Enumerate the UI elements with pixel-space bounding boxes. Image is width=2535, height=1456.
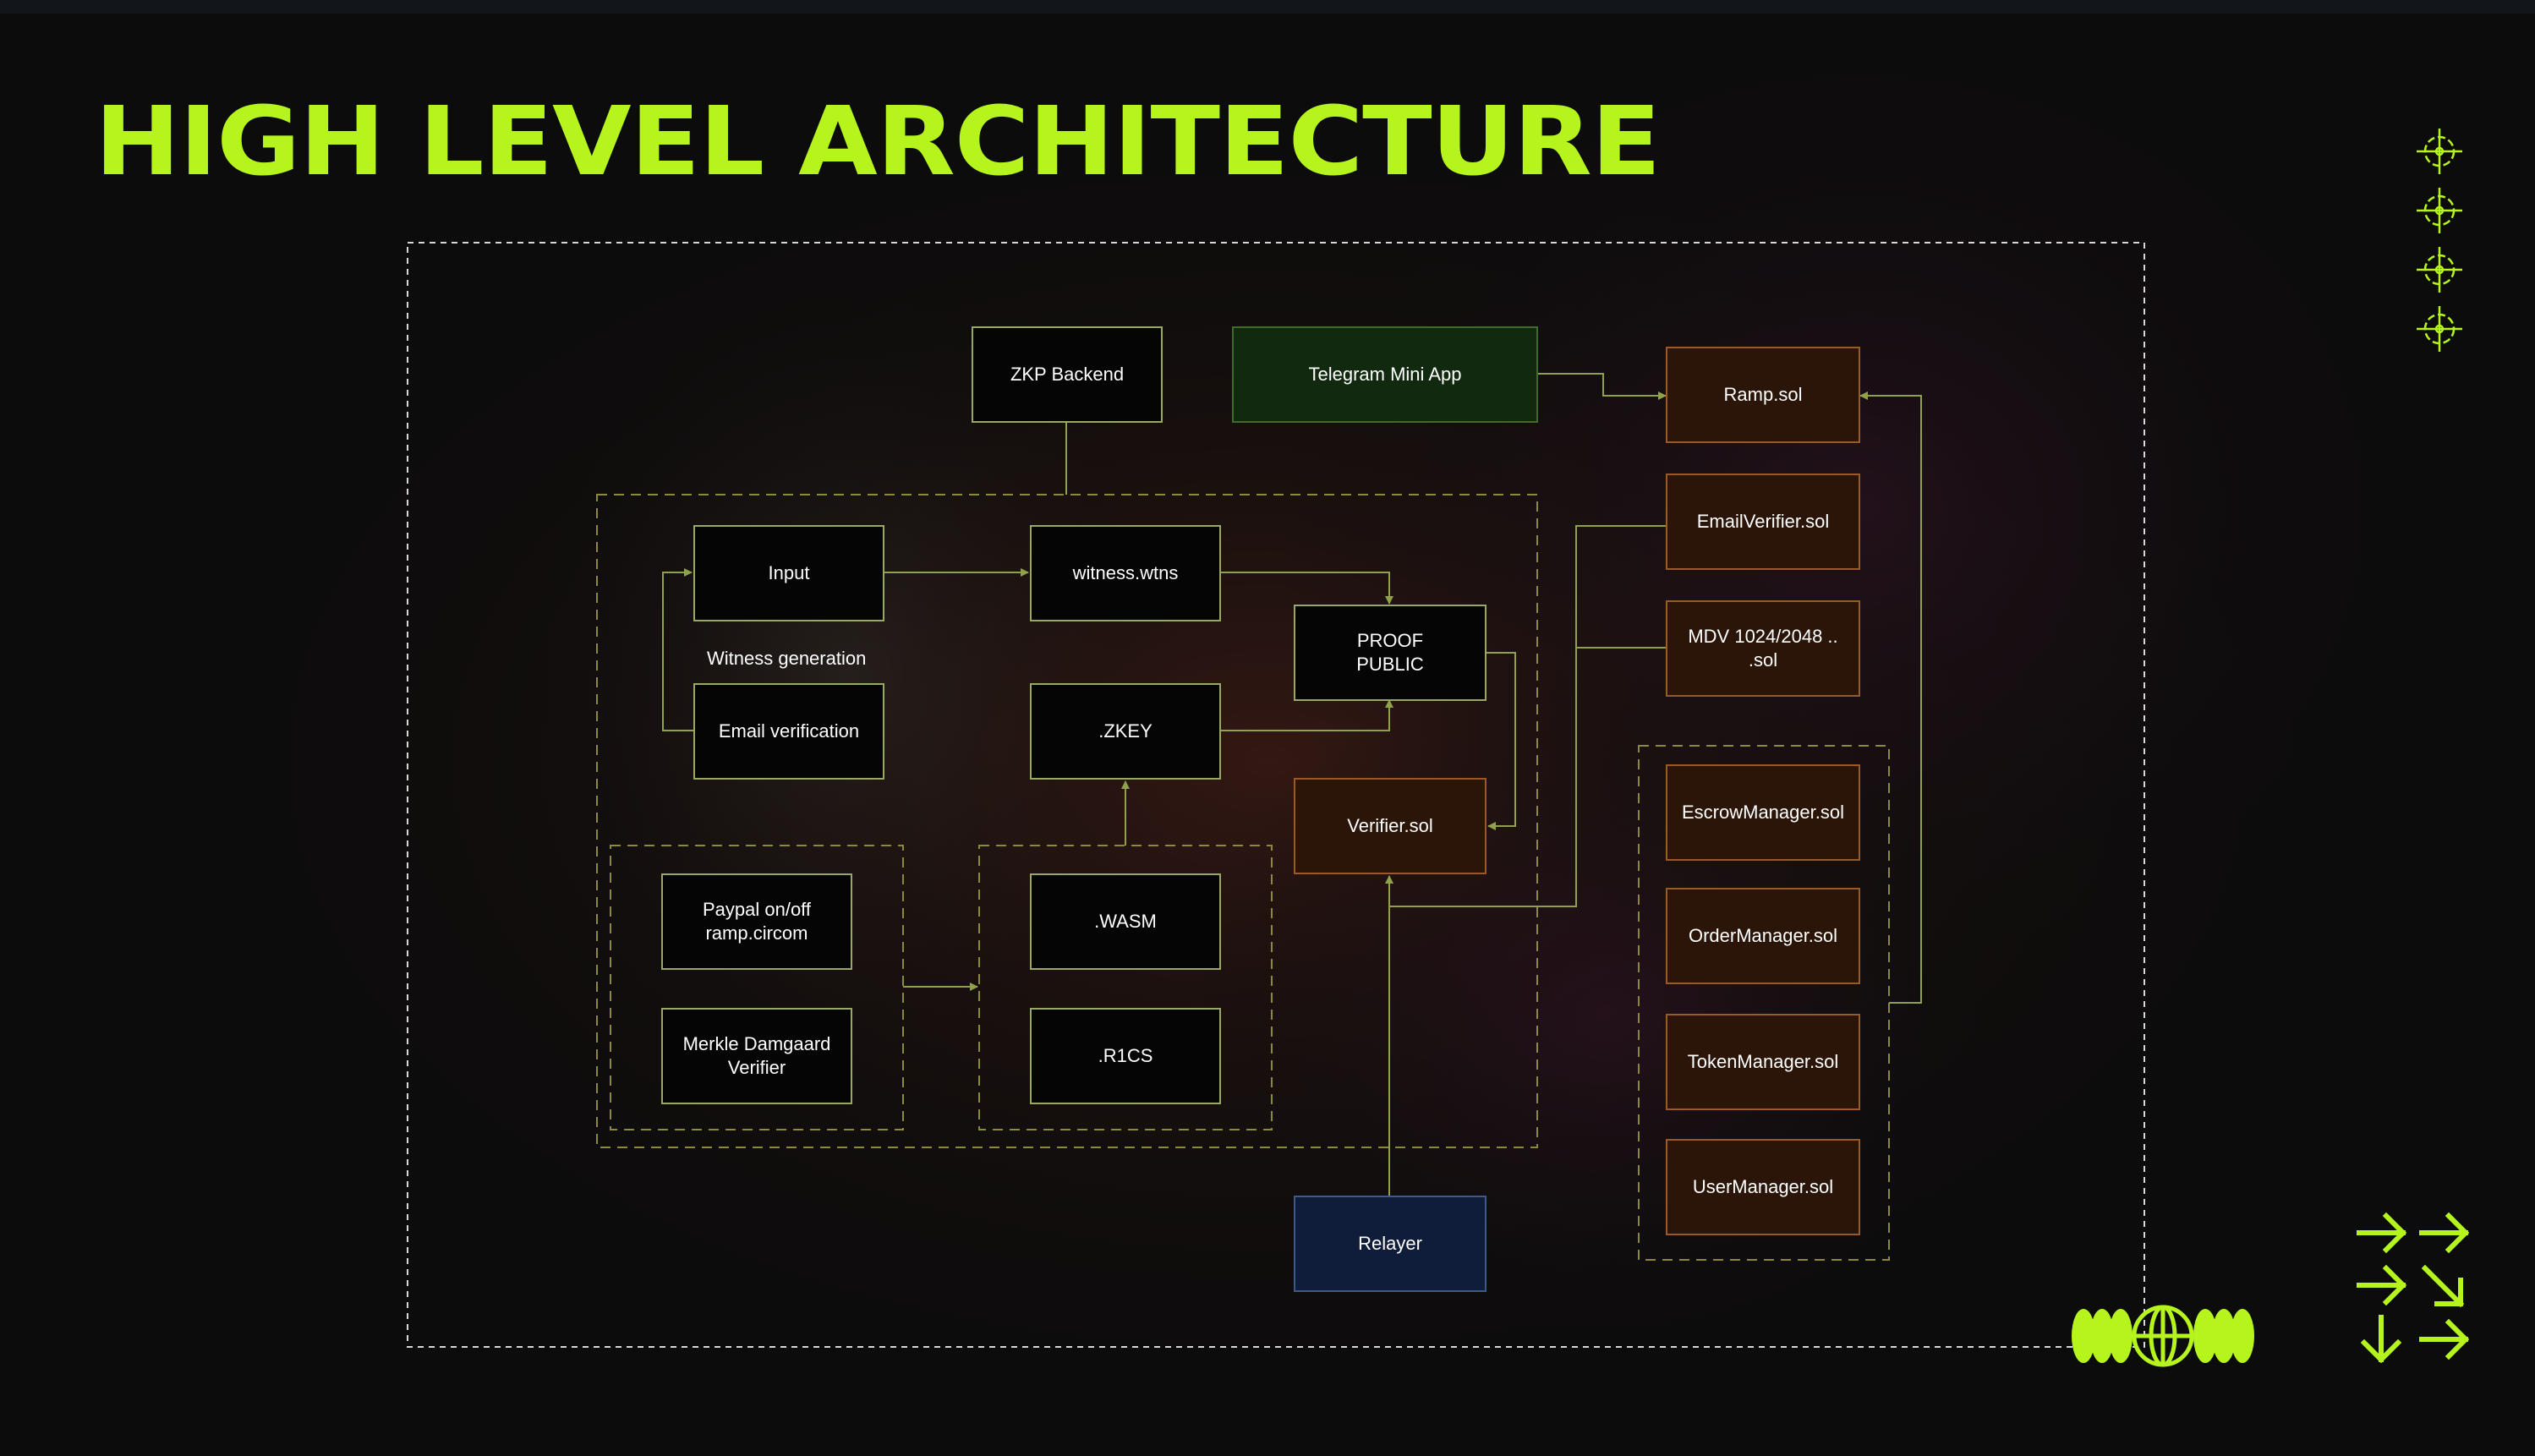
r1cs-node: .R1CS <box>1030 1008 1221 1104</box>
verifier-sol-node: Verifier.sol <box>1294 778 1487 874</box>
proof-public-node: PROOF PUBLIC <box>1294 605 1487 701</box>
input-node: Input <box>693 525 884 621</box>
relayer-node: Relayer <box>1294 1196 1487 1292</box>
arrow-grid-icon <box>2357 1212 2470 1364</box>
zkp-backend-node: ZKP Backend <box>972 326 1163 423</box>
mdv-sol-node: MDV 1024/2048 .. .sol <box>1666 600 1860 697</box>
arrow-right-icon <box>2357 1212 2407 1254</box>
zkey-proof-connector <box>1220 699 1393 731</box>
managers-ramp-connector <box>1859 391 1922 1004</box>
token-manager-node: TokenManager.sol <box>1666 1014 1860 1110</box>
crosshair-icon <box>2417 129 2462 174</box>
arrow-right-icon <box>2419 1318 2470 1360</box>
page-title: HIGH LEVEL ARCHITECTURE <box>95 87 1661 197</box>
arrow-right-icon <box>2419 1212 2470 1254</box>
crosshair-icon <box>2417 306 2462 352</box>
wasm-node: .WASM <box>1030 873 1221 970</box>
top-bar <box>0 0 2535 14</box>
ramp-sol-node: Ramp.sol <box>1666 347 1860 443</box>
telegram-ramp-connector <box>1538 373 1667 400</box>
paypal-circom-node: Paypal on/off ramp.circom <box>661 873 852 970</box>
merkle-damgaard-node: Merkle Damgaard Verifier <box>661 1008 852 1104</box>
arrow-down-right-icon <box>2421 1264 2465 1308</box>
witness-wtns-node: witness.wtns <box>1030 525 1221 621</box>
circuit-group <box>596 494 1538 1148</box>
email-verification-node: Email verification <box>693 683 884 780</box>
crosshair-icon <box>2417 188 2462 233</box>
arrow-down-icon <box>2360 1315 2402 1364</box>
crosshair-icon <box>2417 247 2462 293</box>
witness-generation-label: Witness generation <box>707 648 867 669</box>
crosshair-icon-group <box>2417 129 2462 352</box>
telegram-mini-app-node: Telegram Mini App <box>1232 326 1538 423</box>
proof-verifier-connector <box>1486 652 1516 830</box>
email-input-connector <box>662 568 695 731</box>
order-manager-node: OrderManager.sol <box>1666 888 1860 984</box>
escrow-manager-node: EscrowManager.sol <box>1666 764 1860 861</box>
outer-frame <box>407 242 2145 1348</box>
user-manager-node: UserManager.sol <box>1666 1139 1860 1235</box>
globe-logo <box>2072 1305 2254 1367</box>
verifier-contracts-connector <box>1389 525 1666 907</box>
witness-proof-connector <box>1220 572 1393 605</box>
zkey-node: .ZKEY <box>1030 683 1221 780</box>
arrow-right-icon <box>2357 1264 2407 1306</box>
email-verifier-sol-node: EmailVerifier.sol <box>1666 473 1860 570</box>
